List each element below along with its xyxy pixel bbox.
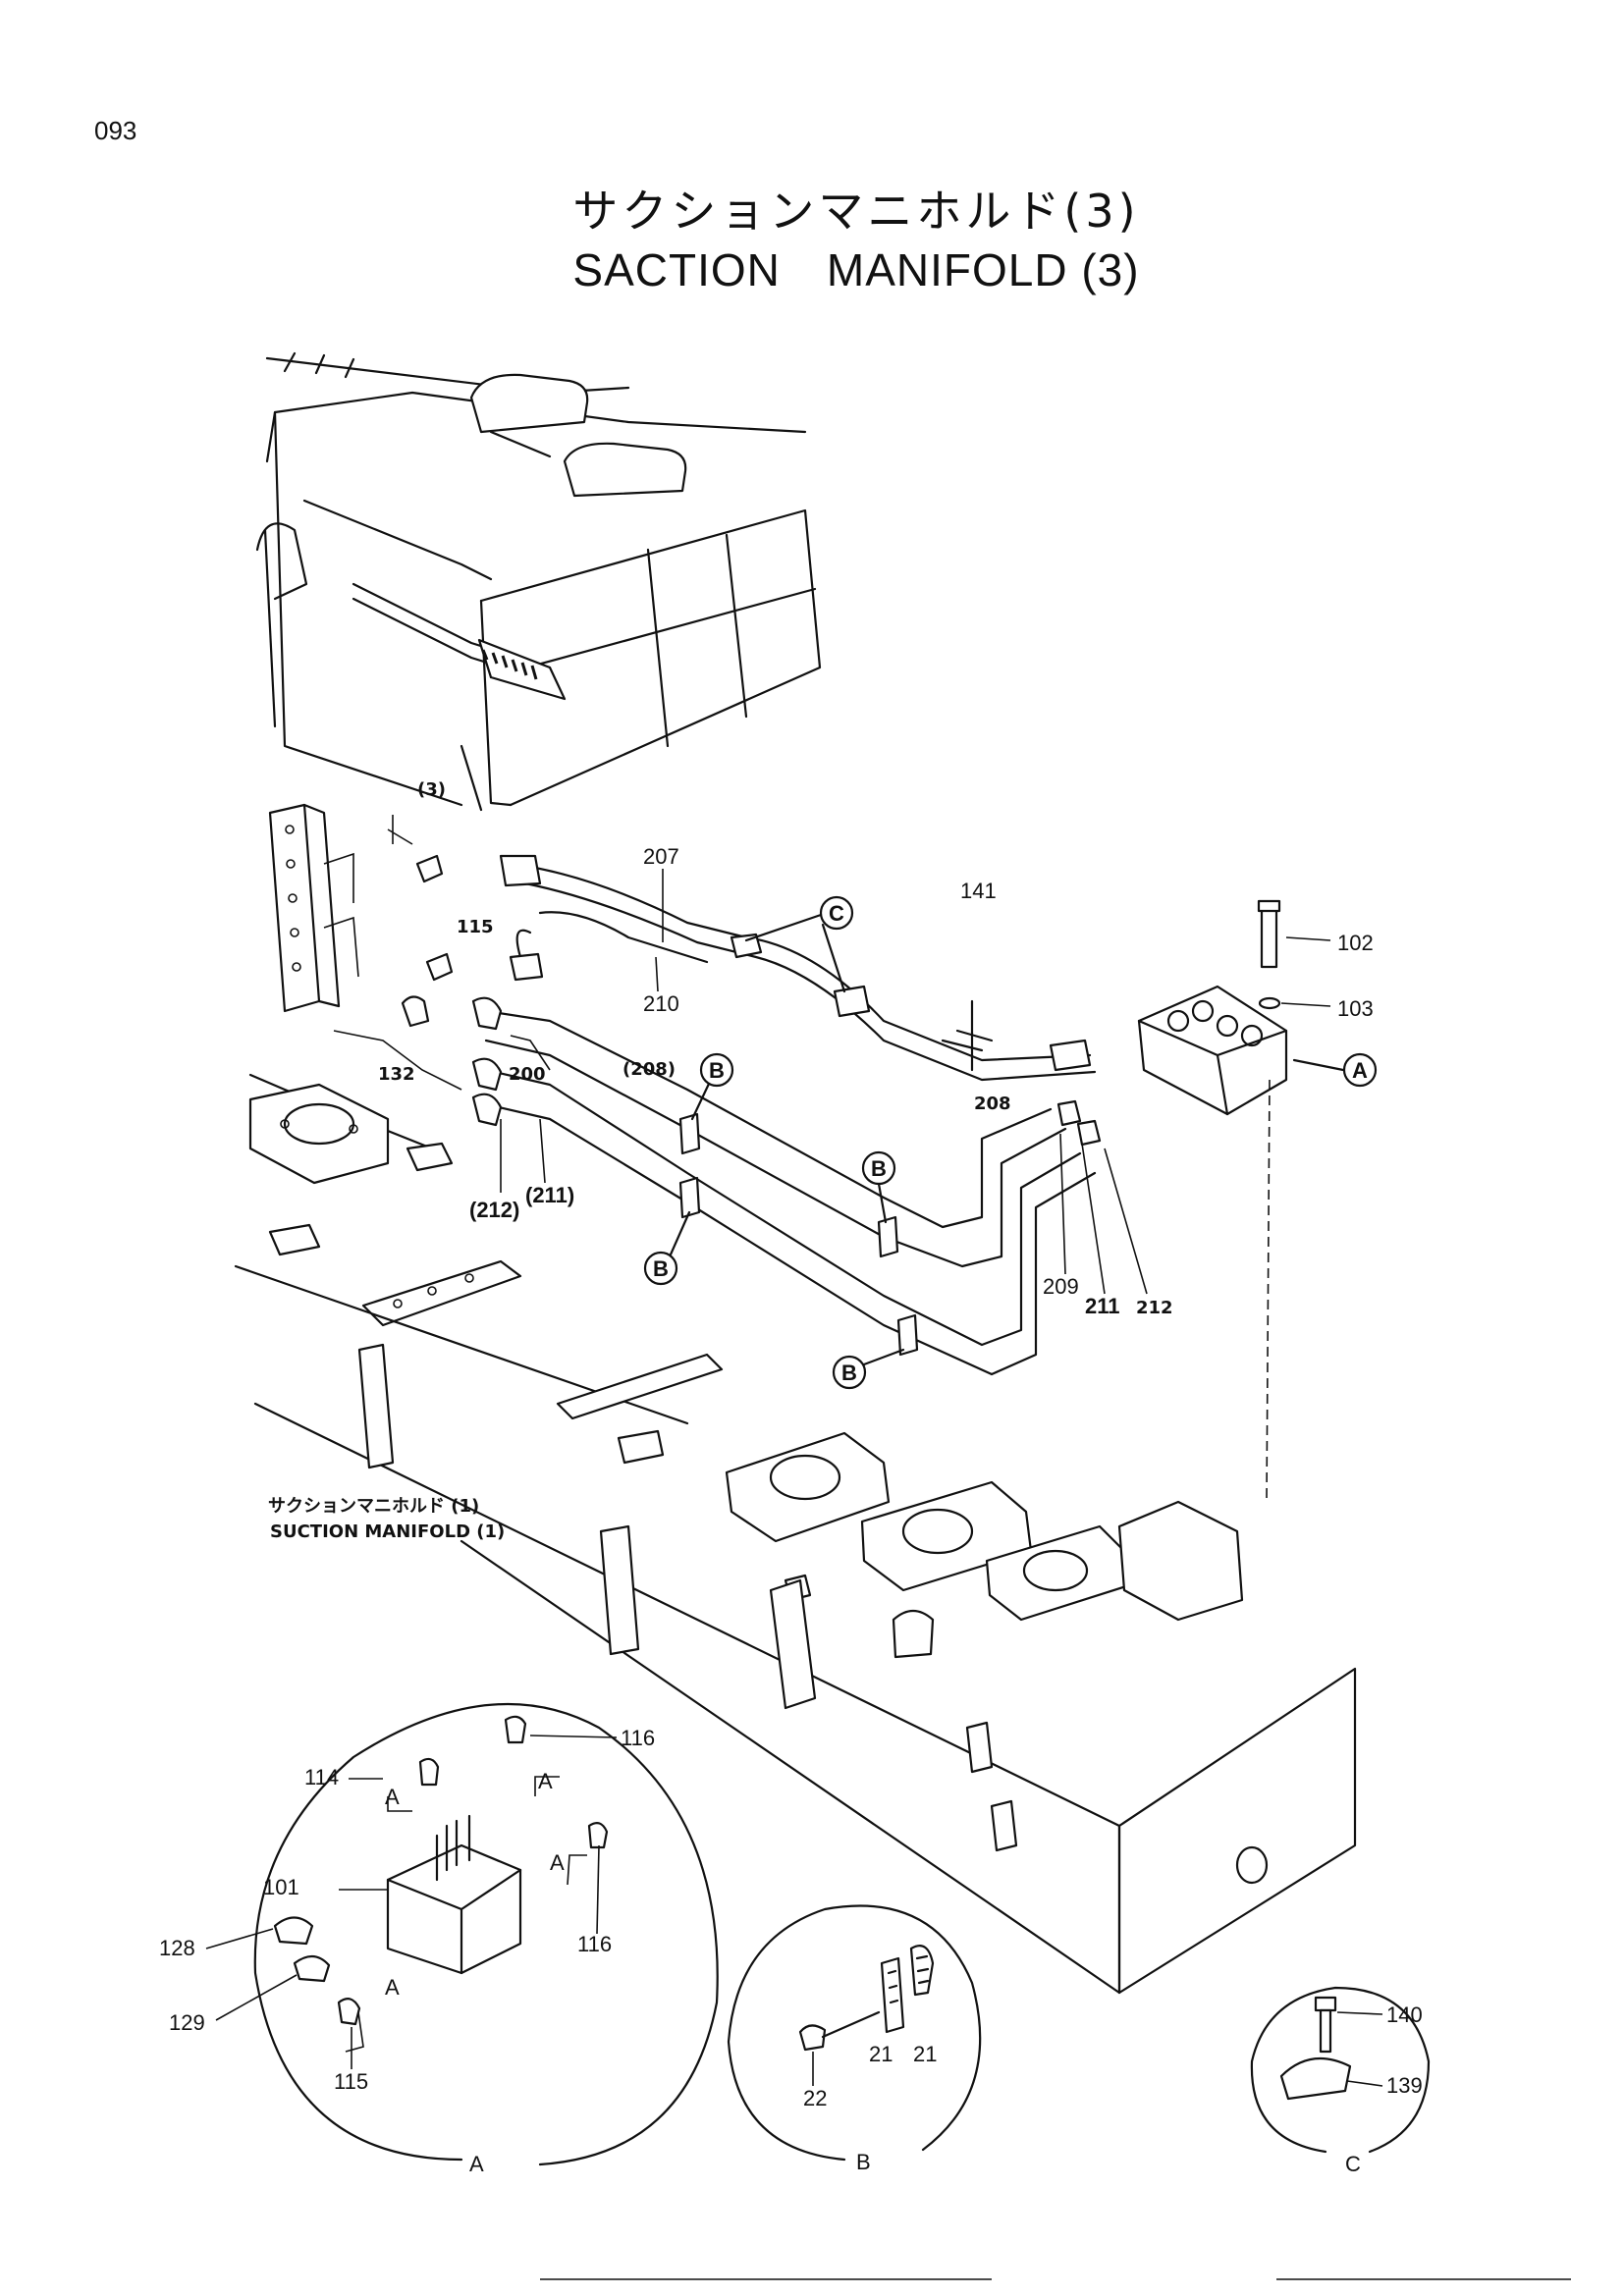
callout-b-1: B	[690, 1052, 734, 1121]
upper-structure-drawing	[255, 351, 822, 812]
detail-a-label-114: 114	[304, 1765, 339, 1789]
svg-text:B: B	[653, 1256, 669, 1281]
detail-c-caption: C	[1345, 2152, 1361, 2176]
detail-a-label-101: 101	[263, 1875, 299, 1899]
label-141: 141	[960, 879, 997, 903]
label-211: 211	[1085, 1294, 1120, 1318]
detail-a-caption: A	[469, 2152, 484, 2176]
detail-a-label-116-top: 116	[621, 1726, 655, 1750]
detail-b-label-21a: 21	[869, 2042, 893, 2066]
label-115-hand: 115	[457, 917, 494, 937]
label-132-hand: 132	[378, 1064, 415, 1085]
detail-a-label-a2: A	[538, 1769, 553, 1793]
label-101-hand: (3)	[417, 779, 446, 800]
label-210: 210	[643, 991, 679, 1016]
svg-text:C: C	[829, 901, 844, 926]
callout-b-3: B	[643, 1210, 691, 1286]
left-manifold-drawing	[268, 803, 551, 1091]
page-number: 093	[94, 116, 137, 145]
label-200-hand: 200	[509, 1064, 546, 1085]
callout-c: C	[744, 895, 854, 993]
reference-note-english: SUCTION MANIFOLD (1)	[270, 1522, 505, 1542]
frame-tank-drawing	[234, 1073, 1357, 1995]
label-212-paren: (212)	[469, 1198, 519, 1222]
svg-text:B: B	[709, 1058, 725, 1083]
detail-c-label-139: 139	[1386, 2073, 1423, 2098]
main-manifold-drawing	[1137, 899, 1331, 1503]
title-block: サクションマニホルド(3) SACTION MANIFOLD (3)	[0, 182, 1624, 299]
detail-b-label-22: 22	[803, 2086, 827, 2110]
label-102: 102	[1337, 931, 1374, 955]
label-207: 207	[643, 844, 679, 869]
detail-a-label-128: 128	[159, 1936, 195, 1960]
detail-c: 140 139 C	[1250, 1986, 1431, 2176]
detail-c-label-140: 140	[1386, 2002, 1423, 2027]
title-japanese: サクションマニホルド(3)	[572, 185, 1140, 238]
detail-a-label-129: 129	[169, 2010, 205, 2035]
detail-a-label-a4: A	[385, 1975, 400, 2000]
hose-assembly-drawing	[499, 854, 1097, 1082]
label-103: 103	[1337, 996, 1374, 1021]
label-209: 209	[1043, 1274, 1079, 1299]
callout-a: A	[1292, 1052, 1378, 1088]
reference-note-japanese: サクションマニホルド (1)	[268, 1496, 479, 1517]
label-212: 212	[1136, 1298, 1173, 1318]
lower-hoses-drawing	[471, 996, 1102, 1376]
svg-text:A: A	[1352, 1058, 1368, 1083]
callout-b-2: B	[861, 1150, 896, 1224]
title-english: SACTION MANIFOLD (3)	[572, 244, 1140, 295]
detail-b-label-21b: 21	[913, 2042, 937, 2066]
svg-text:B: B	[871, 1156, 887, 1181]
detail-a-label-a1: A	[385, 1785, 400, 1809]
detail-a-label-115: 115	[334, 2069, 368, 2094]
detail-b: 22 21 21 B	[727, 1904, 982, 2174]
detail-a-label-116: 116	[577, 1932, 612, 1956]
detail-b-caption: B	[856, 2150, 871, 2174]
detail-a-label-a3: A	[550, 1850, 565, 1875]
label-211-paren: (211)	[525, 1183, 574, 1207]
svg-text:B: B	[841, 1361, 857, 1385]
label-208: (208)	[623, 1059, 676, 1080]
label-208-hand: 208	[974, 1094, 1011, 1114]
callout-b-4: B	[832, 1348, 905, 1390]
detail-a: 114 116 101 128 129 116 115 A A A A A	[159, 1702, 719, 2176]
